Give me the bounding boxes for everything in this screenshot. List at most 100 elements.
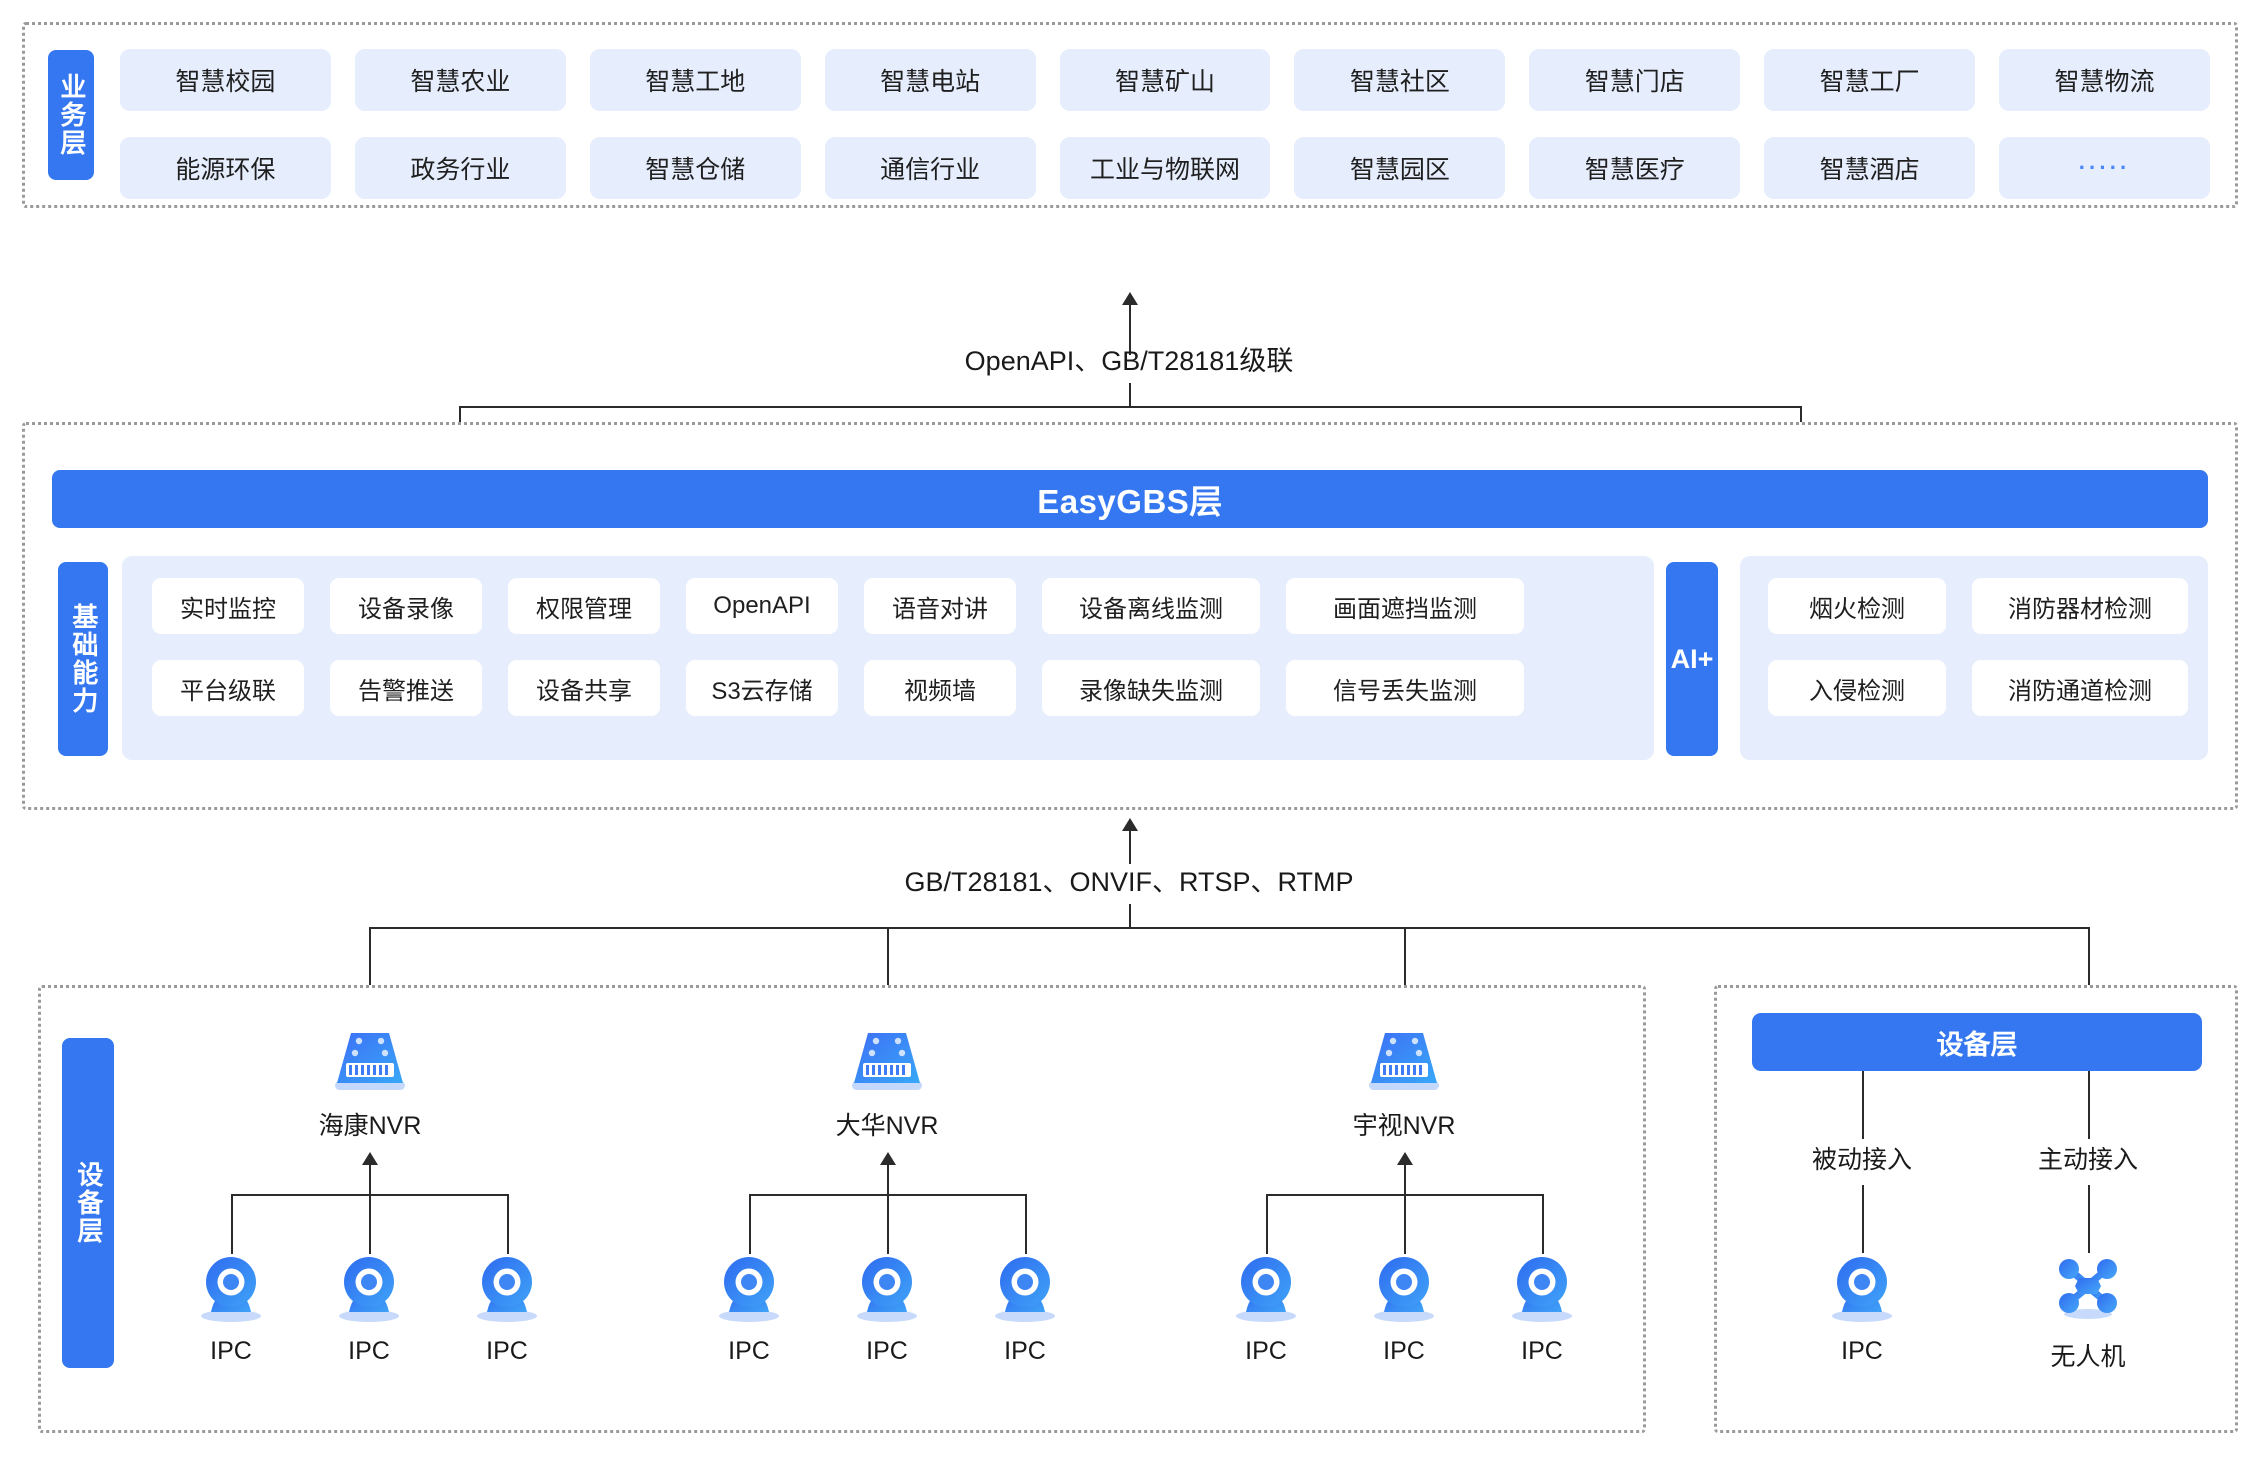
ai-plus-label: AI+ bbox=[1666, 562, 1718, 756]
business-tag[interactable]: 智慧门店 bbox=[1529, 49, 1741, 111]
nvr2-inbound-arrow bbox=[880, 1152, 896, 1165]
capability-chip[interactable]: 告警推送 bbox=[330, 660, 482, 716]
nvr2-cam1-drop bbox=[749, 1194, 751, 1254]
camera-node[interactable]: IPC bbox=[324, 1254, 414, 1366]
camera-node[interactable]: IPC bbox=[980, 1254, 1070, 1366]
nvr2-cam2-drop bbox=[887, 1194, 889, 1254]
business-tag[interactable]: 通信行业 bbox=[824, 137, 1036, 199]
camera-node[interactable]: IPC bbox=[1359, 1254, 1449, 1366]
access-label-active: 主动接入 bbox=[2037, 1146, 2138, 1174]
camera-node[interactable]: IPC bbox=[842, 1254, 932, 1366]
camera-icon bbox=[1824, 1254, 1900, 1331]
nvr-node[interactable]: 宇视NVR bbox=[1329, 1025, 1479, 1142]
camera-icon bbox=[711, 1254, 787, 1331]
ai-capability-chip[interactable]: 入侵检测 bbox=[1768, 660, 1946, 716]
nvr-node[interactable]: 海康NVR bbox=[295, 1025, 445, 1142]
connector-drop-nvr1 bbox=[369, 927, 371, 987]
camera-node[interactable]: IPC bbox=[1497, 1254, 1587, 1366]
nvr-node[interactable]: 大华NVR bbox=[812, 1025, 962, 1142]
connector-arrow-up-bottom bbox=[1122, 818, 1138, 831]
business-tag[interactable]: 智慧矿山 bbox=[1059, 49, 1271, 111]
business-tag[interactable]: 智慧酒店 bbox=[1764, 137, 1976, 199]
connector-bus-top bbox=[459, 406, 1801, 408]
camera-label: IPC bbox=[1245, 1337, 1287, 1365]
business-tag[interactable]: 工业与物联网 bbox=[1059, 137, 1271, 199]
nvr1-inbound-line bbox=[369, 1165, 371, 1195]
right-branch1-line-top bbox=[1862, 1071, 1864, 1139]
nvr1-cam3-drop bbox=[507, 1194, 509, 1254]
capability-chip[interactable]: 实时监控 bbox=[152, 578, 304, 634]
nvr1-cam1-drop bbox=[231, 1194, 233, 1254]
camera-icon bbox=[469, 1254, 545, 1331]
business-tag[interactable]: 智慧电站 bbox=[824, 49, 1036, 111]
device-layer-left-label: 设备层 bbox=[62, 1038, 114, 1368]
business-tag[interactable]: 智慧工厂 bbox=[1764, 49, 1976, 111]
capability-chip[interactable]: 平台级联 bbox=[152, 660, 304, 716]
camera-label: IPC bbox=[1004, 1337, 1046, 1365]
capability-chip[interactable]: 画面遮挡监测 bbox=[1286, 578, 1524, 634]
ai-capability-grid: 烟火检测 消防器材检测 入侵检测 消防通道检测 bbox=[1768, 578, 2188, 716]
camera-icon bbox=[849, 1254, 925, 1331]
capability-chip[interactable]: 设备录像 bbox=[330, 578, 482, 634]
business-tag-ellipsis[interactable]: ····· bbox=[1999, 137, 2210, 199]
business-tag[interactable]: 智慧校园 bbox=[120, 49, 331, 111]
connector-arrow-up-top bbox=[1122, 292, 1138, 305]
business-tag[interactable]: 政务行业 bbox=[354, 137, 566, 199]
camera-node[interactable]: IPC bbox=[186, 1254, 276, 1366]
business-layer-label: 业务层 bbox=[48, 50, 94, 180]
ai-capability-chip[interactable]: 消防器材检测 bbox=[1972, 578, 2188, 634]
nvr-icon bbox=[1361, 1025, 1447, 1100]
nvr3-inbound-arrow bbox=[1397, 1152, 1413, 1165]
ai-capability-chip[interactable]: 消防通道检测 bbox=[1972, 660, 2188, 716]
connector-drop-nvr2 bbox=[887, 927, 889, 987]
camera-icon bbox=[1228, 1254, 1304, 1331]
camera-node[interactable]: IPC bbox=[462, 1254, 552, 1366]
capability-chip[interactable]: OpenAPI bbox=[686, 578, 838, 634]
camera-label: IPC bbox=[1383, 1337, 1425, 1365]
business-tag[interactable]: 智慧工地 bbox=[589, 49, 801, 111]
camera-node[interactable]: IPC bbox=[1817, 1254, 1907, 1366]
connector-line-vertical-top bbox=[1129, 305, 1131, 355]
nvr-icon bbox=[327, 1025, 413, 1100]
capability-chip[interactable]: 信号丢失监测 bbox=[1286, 660, 1524, 716]
capability-chip[interactable]: 视频墙 bbox=[864, 660, 1016, 716]
drone-node[interactable]: 无人机 bbox=[2040, 1254, 2136, 1373]
camera-node[interactable]: IPC bbox=[704, 1254, 794, 1366]
connector-bus-bottom bbox=[369, 927, 2089, 929]
capability-chip[interactable]: S3云存储 bbox=[686, 660, 838, 716]
capability-layer-label: 基础能力 bbox=[58, 562, 108, 756]
business-tag[interactable]: 能源环保 bbox=[120, 137, 331, 199]
drone-label: 无人机 bbox=[2050, 1343, 2126, 1371]
capability-chip[interactable]: 录像缺失监测 bbox=[1042, 660, 1260, 716]
business-tag[interactable]: 智慧社区 bbox=[1294, 49, 1506, 111]
camera-node[interactable]: IPC bbox=[1221, 1254, 1311, 1366]
capability-chip[interactable]: 设备离线监测 bbox=[1042, 578, 1260, 634]
nvr1-cam2-drop bbox=[369, 1194, 371, 1254]
right-branch1-line-bottom bbox=[1862, 1185, 1864, 1253]
camera-icon bbox=[331, 1254, 407, 1331]
camera-label: IPC bbox=[728, 1337, 770, 1365]
access-label-passive: 被动接入 bbox=[1811, 1146, 1912, 1174]
connector-drop-nvr3 bbox=[1404, 927, 1406, 987]
business-tag[interactable]: 智慧物流 bbox=[1999, 49, 2210, 111]
camera-label: IPC bbox=[1521, 1337, 1563, 1365]
business-tag[interactable]: 智慧医疗 bbox=[1529, 137, 1741, 199]
nvr3-cam2-drop bbox=[1404, 1194, 1406, 1254]
connector-label-top: OpenAPI、GB/T28181级联 bbox=[964, 346, 1294, 376]
capability-chip[interactable]: 权限管理 bbox=[508, 578, 660, 634]
nvr-label: 海康NVR bbox=[318, 1112, 422, 1140]
camera-label: IPC bbox=[1841, 1337, 1883, 1365]
business-tag[interactable]: 智慧园区 bbox=[1294, 137, 1506, 199]
business-tag[interactable]: 智慧农业 bbox=[354, 49, 566, 111]
nvr-label: 宇视NVR bbox=[1352, 1112, 1456, 1140]
nvr-icon bbox=[844, 1025, 930, 1100]
capability-chip[interactable]: 设备共享 bbox=[508, 660, 660, 716]
nvr3-cam3-drop bbox=[1542, 1194, 1544, 1254]
business-tag[interactable]: 智慧仓储 bbox=[589, 137, 801, 199]
connector-line-vertical-top2 bbox=[1129, 383, 1131, 408]
capability-chip[interactable]: 语音对讲 bbox=[864, 578, 1016, 634]
connector-line-vertical-bottom2 bbox=[1129, 904, 1131, 928]
ai-capability-chip[interactable]: 烟火检测 bbox=[1768, 578, 1946, 634]
right-branch2-line-top bbox=[2088, 1071, 2090, 1139]
